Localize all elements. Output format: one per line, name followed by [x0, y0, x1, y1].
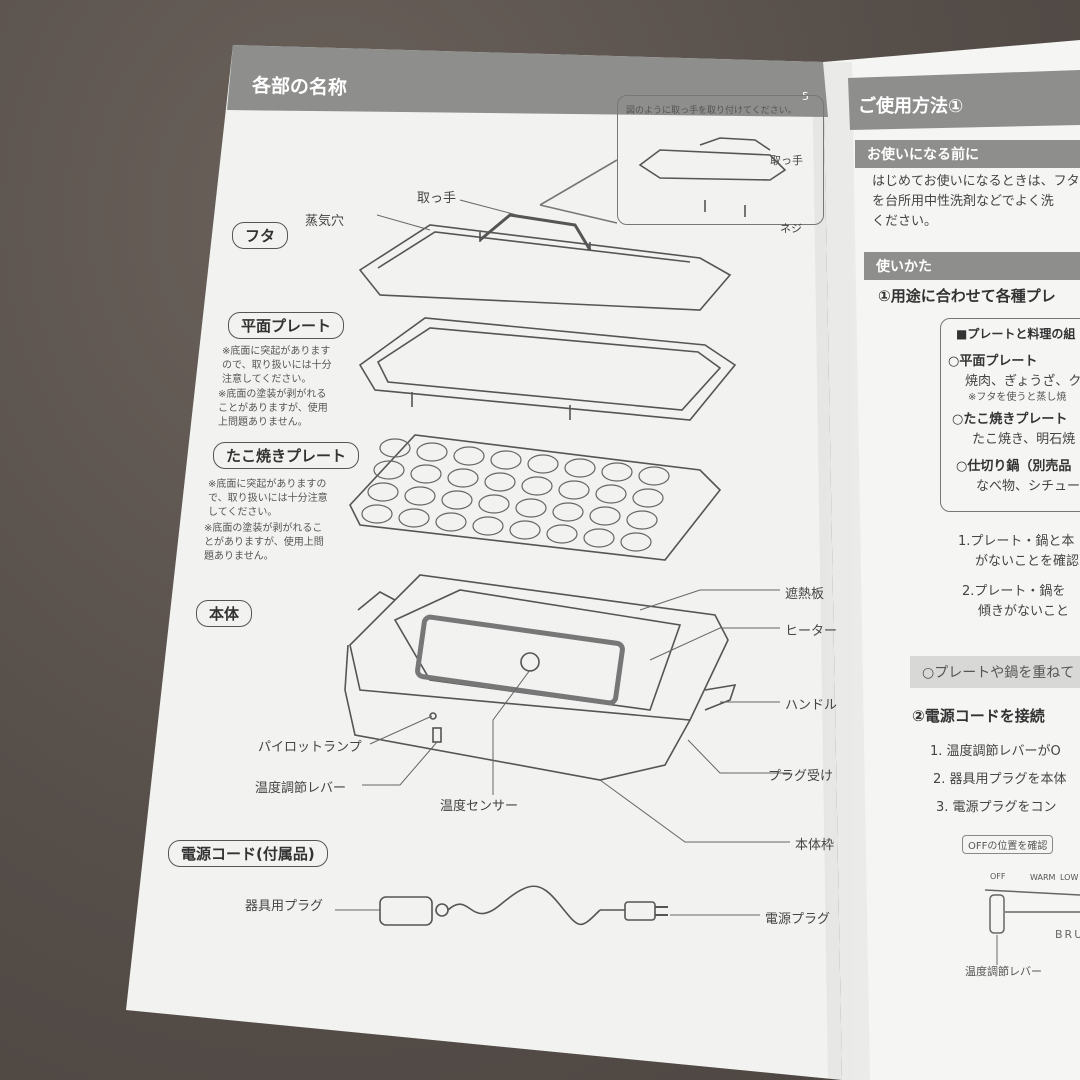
how-to-header: 使いかた — [864, 252, 1080, 280]
takoyaki-well — [441, 490, 473, 510]
takoyaki-well — [583, 528, 615, 548]
takoyaki-well — [632, 488, 664, 508]
plate-item-3-name: ○仕切り鍋（別売品 — [956, 459, 1072, 474]
takoyaki-well — [373, 460, 405, 480]
takoyaki-well — [453, 446, 485, 466]
callout-heat-shield: 遮熱板 — [785, 587, 825, 602]
section-body: 本体 — [196, 600, 253, 627]
plate-item-1-note: ※フタを使うと蒸し焼 — [968, 392, 1067, 403]
section-takoyaki-plate: たこ焼きプレート — [213, 442, 360, 469]
takoyaki-well — [638, 466, 670, 486]
tako-note-1: ※底面に突起がありますので、取り扱いには十分注意してください。 — [208, 479, 328, 518]
warning-bar: ○プレートや鍋を重ねて — [910, 656, 1080, 688]
page-number: 5 — [802, 90, 809, 103]
section-lid: フタ — [232, 222, 289, 249]
brand-fragment: BRU — [1055, 928, 1080, 941]
callout-appliance-plug: 器具用プラグ — [245, 899, 324, 914]
takoyaki-well — [558, 480, 590, 500]
plate-item-2-desc: たこ焼き、明石焼 — [972, 432, 1076, 447]
takoyaki-well — [546, 524, 578, 544]
right-page-title: ご使用方法① — [858, 96, 964, 117]
takoyaki-well — [589, 506, 621, 526]
takoyaki-well — [379, 438, 411, 458]
inset-screw-label: ネジ — [780, 222, 802, 235]
step2-item-1: 1. 温度調節レバーがO — [930, 744, 1061, 759]
takoyaki-well — [521, 476, 553, 496]
before-use-line-3: ください。 — [872, 214, 938, 229]
callout-power-plug: 電源プラグ — [765, 912, 831, 927]
tako-note-2: ※底面の塗装が剥がれることがありますが、使用上問題ありません。 — [204, 523, 324, 562]
plate-item-2-name: ○たこ焼きプレート — [952, 412, 1068, 427]
plate-item-1-name: ○平面プレート — [948, 354, 1038, 369]
takoyaki-well — [564, 458, 596, 478]
plate-item-1-desc: 焼肉、ぎょうざ、クレ — [965, 374, 1080, 389]
lever-label: 温度調節レバー — [965, 965, 1042, 978]
takoyaki-well — [490, 450, 522, 470]
callout-pilot-lamp: パイロットランプ — [258, 740, 362, 755]
takoyaki-well — [595, 484, 627, 504]
takoyaki-well — [472, 516, 504, 536]
section-cord: 電源コード(付属品) — [168, 840, 328, 867]
plate-item-3-desc: なべ物、シチュー — [976, 479, 1080, 494]
scale-label-low: LOW — [1060, 873, 1079, 882]
inset-caption: 図のように取っ手を取り付けてください。 — [626, 106, 797, 116]
step2-item-2: 2. 器具用プラグを本体 — [933, 772, 1067, 787]
takoyaki-well — [404, 486, 436, 506]
takoyaki-well — [527, 454, 559, 474]
plates-box — [940, 318, 1080, 512]
takoyaki-well — [435, 512, 467, 532]
numbered-2-line-2: 傾きがないこと — [978, 604, 1070, 619]
callout-temp-sensor: 温度センサー — [440, 799, 519, 814]
callout-plug-receiver: プラグ受け — [768, 769, 834, 784]
takoyaki-well — [478, 494, 510, 514]
callout-heater: ヒーター — [785, 624, 838, 639]
takoyaki-well — [447, 468, 479, 488]
flat-note-1: ※底面に突起がありますので、取り扱いには十分注意してください。 — [222, 346, 332, 385]
section-flat-plate: 平面プレート — [228, 312, 345, 339]
plates-box-title: ■プレートと料理の組 — [956, 327, 1076, 341]
numbered-1-line-2: がないことを確認 — [975, 554, 1080, 569]
takoyaki-well — [509, 520, 541, 540]
takoyaki-well — [367, 482, 399, 502]
callout-steam-hole: 蒸気穴 — [305, 214, 345, 229]
callout-side-handle: ハンドル — [785, 698, 838, 713]
takoyaki-well — [398, 508, 430, 528]
takoyaki-well — [416, 442, 448, 462]
inset-box — [617, 95, 824, 225]
takoyaki-well — [601, 462, 633, 482]
off-check-badge: OFFの位置を確認 — [962, 835, 1054, 854]
takoyaki-well — [410, 464, 442, 484]
callout-body-frame: 本体枠 — [795, 838, 835, 853]
step2-title: ②電源コードを接続 — [912, 707, 1045, 725]
before-use-header: お使いになる前に — [855, 140, 1080, 168]
flat-note-2: ※底面の塗装が剥がれることがありますが、使用上問題ありません。 — [218, 389, 328, 428]
takoyaki-well — [552, 502, 584, 522]
takoyaki-well — [361, 504, 393, 524]
takoyaki-well — [515, 498, 547, 518]
takoyaki-well — [620, 532, 652, 552]
numbered-2-line-1: 2.プレート・鍋を — [962, 584, 1066, 599]
scale-label-off: OFF — [990, 872, 1006, 881]
step1-title: ①用途に合わせて各種プレ — [878, 287, 1056, 305]
step2-item-3: 3. 電源プラグをコン — [936, 800, 1057, 815]
before-use-line-1: はじめてお使いになるときは、フタ — [872, 174, 1080, 189]
callout-temp-lever: 温度調節レバー — [255, 781, 347, 796]
before-use-line-2: を台所用中性洗剤などでよく洗 — [872, 194, 1054, 209]
takoyaki-well — [484, 472, 516, 492]
numbered-1-line-1: 1.プレート・鍋と本 — [958, 534, 1075, 549]
callout-handle: 取っ手 — [417, 191, 457, 206]
scale-label-warm: WARM — [1030, 873, 1056, 882]
takoyaki-well — [626, 510, 658, 530]
